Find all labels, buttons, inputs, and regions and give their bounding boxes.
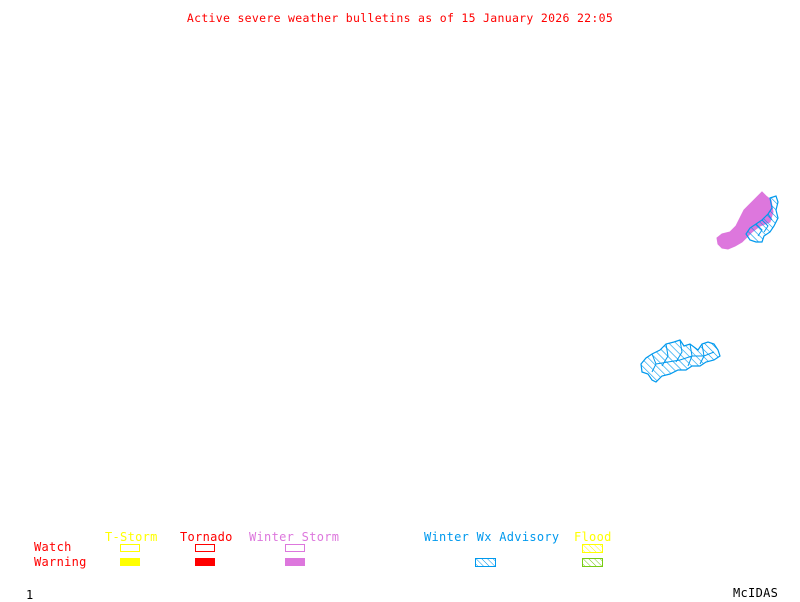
- legend-tornado-warning-swatch: [195, 558, 215, 566]
- winter-wx-advisory-cells: [651, 339, 715, 373]
- legend-winter-wx-advisory-label: Winter Wx Advisory: [424, 530, 560, 544]
- legend-tstorm-watch-swatch: [120, 544, 140, 552]
- frame-number: 1: [26, 588, 34, 602]
- winter-wx-advisory-area-south: [640, 339, 721, 383]
- legend-flood-warning-swatch: [582, 558, 603, 567]
- legend-winter-wx-advisory-warning-swatch: [475, 558, 496, 567]
- legend-tornado-label: Tornado: [180, 530, 233, 544]
- winter-wx-advisory-area-north: [745, 195, 779, 243]
- legend-tstorm-label: T-Storm: [105, 530, 158, 544]
- legend-tornado-watch-swatch: [195, 544, 215, 552]
- legend-winter-storm-label: Winter Storm: [249, 530, 340, 544]
- legend-flood-label: Flood: [574, 530, 612, 544]
- legend-winter-storm-watch-swatch: [285, 544, 305, 552]
- legend-winter-storm-warning-swatch: [285, 558, 305, 566]
- legend-flood-watch-swatch: [582, 544, 603, 553]
- legend-tstorm-warning-swatch: [120, 558, 140, 566]
- legend-watch-label: Watch: [34, 540, 72, 554]
- legend-warning-label: Warning: [34, 555, 87, 569]
- software-label: McIDAS: [733, 586, 779, 600]
- winter-wx-advisory-cell: [755, 213, 773, 237]
- bulletin-title: Active severe weather bulletins as of 15…: [186, 11, 614, 25]
